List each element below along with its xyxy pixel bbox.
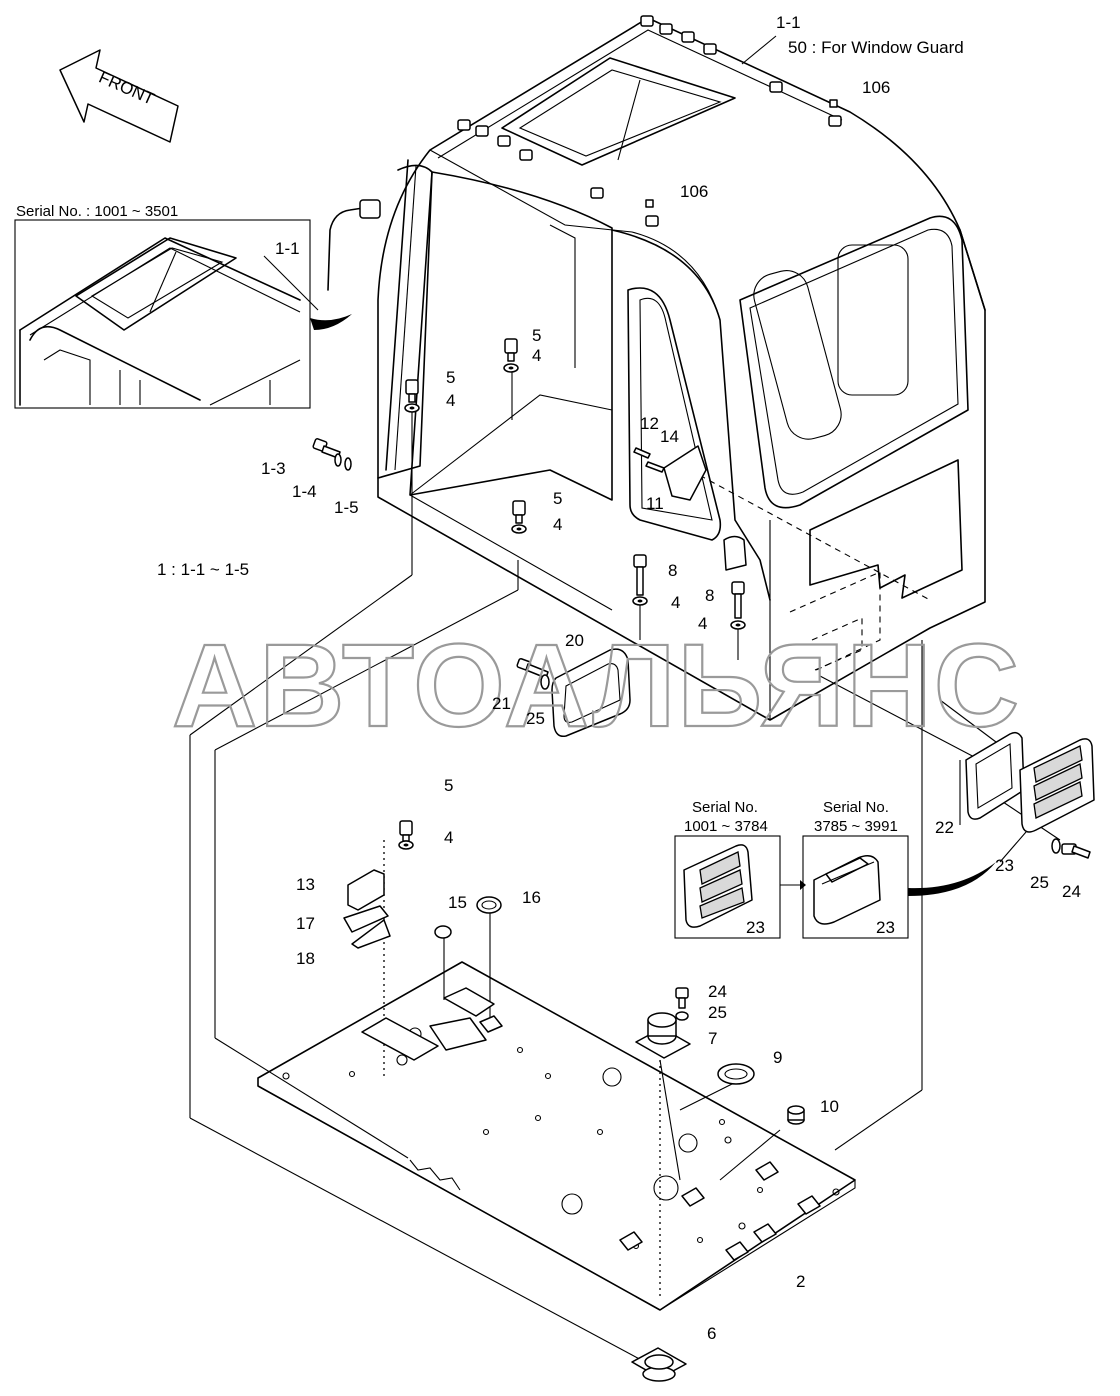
callout-labels: 106 106 5 4 5 4 1-3 1-4 1-5 12 14 11 5 4… [261, 78, 1081, 1343]
callout-5: 5 [444, 776, 453, 795]
callout-106: 106 [862, 78, 890, 97]
callout-5: 5 [446, 368, 455, 387]
inset-roof-title: Serial No. : 1001 ~ 3501 [16, 203, 178, 220]
floor-components [343, 820, 805, 1382]
callout-15: 15 [448, 893, 467, 912]
callout-24: 24 [708, 982, 727, 1001]
callout-106: 106 [680, 182, 708, 201]
callout-16: 16 [522, 888, 541, 907]
callout-5: 5 [532, 326, 541, 345]
inset-vent-a-title1: Serial No. [692, 799, 758, 816]
callout-17: 17 [296, 914, 315, 933]
cab-assembly [327, 15, 986, 721]
note-top-ref: 1-1 [776, 13, 801, 32]
callout-24: 24 [1062, 882, 1081, 901]
inset-vent-b-title2: 3785 ~ 3991 [814, 818, 898, 835]
callout-23: 23 [995, 856, 1014, 875]
callout-1-3: 1-3 [261, 459, 286, 478]
callout-8: 8 [668, 561, 677, 580]
callout-22: 22 [935, 818, 954, 837]
callout-10: 10 [820, 1097, 839, 1116]
access-cover-20 [516, 648, 631, 738]
note-window-guard: 50 : For Window Guard [788, 38, 964, 57]
callout-13: 13 [296, 875, 315, 894]
note-kit: 1 : 1-1 ~ 1-5 [157, 560, 249, 579]
inset-roof-part: 1-1 [275, 239, 300, 258]
callout-7: 7 [708, 1029, 717, 1048]
callout-25: 25 [1030, 873, 1049, 892]
inset-vent-b-title1: Serial No. [823, 799, 889, 816]
floor-plate-2 [257, 961, 856, 1311]
callout-4: 4 [698, 614, 707, 633]
vent-22-23 [965, 731, 1095, 859]
callout-4: 4 [532, 346, 541, 365]
callout-25: 25 [708, 1003, 727, 1022]
inset-roof: Serial No. : 1001 ~ 3501 [14, 203, 352, 409]
callout-2: 2 [796, 1272, 805, 1291]
watermark: АВТОАЛЬЯНС [172, 620, 1021, 752]
inset-vent-b: Serial No. 3785 ~ 3991 [802, 799, 909, 939]
callout-14: 14 [660, 427, 679, 446]
callout-4: 4 [553, 515, 562, 534]
callout-4: 4 [446, 391, 455, 410]
inset-vent-b-part: 23 [876, 918, 895, 937]
callout-11: 11 [646, 494, 664, 513]
inset-vent-a-title2: 1001 ~ 3784 [684, 818, 768, 835]
callout-5: 5 [553, 489, 562, 508]
inset-vent-a: Serial No. 1001 ~ 3784 [674, 799, 781, 939]
callout-1-4: 1-4 [292, 482, 317, 501]
callout-12: 12 [640, 414, 659, 433]
leader-lines [189, 35, 1061, 1371]
roof-studs [457, 15, 842, 227]
cab-fasteners [312, 99, 838, 630]
callout-21: 21 [492, 694, 511, 713]
floor-holes [282, 1027, 840, 1250]
callout-18: 18 [296, 949, 315, 968]
callout-1-5: 1-5 [334, 498, 359, 517]
inset-vent-a-part: 23 [746, 918, 765, 937]
callout-25: 25 [526, 709, 545, 728]
callout-20: 20 [565, 631, 584, 650]
callout-4: 4 [671, 593, 680, 612]
callout-6: 6 [707, 1324, 716, 1343]
front-arrow: FRONT [59, 49, 179, 143]
callout-8: 8 [705, 586, 714, 605]
callout-4: 4 [444, 828, 453, 847]
callout-9: 9 [773, 1048, 782, 1067]
